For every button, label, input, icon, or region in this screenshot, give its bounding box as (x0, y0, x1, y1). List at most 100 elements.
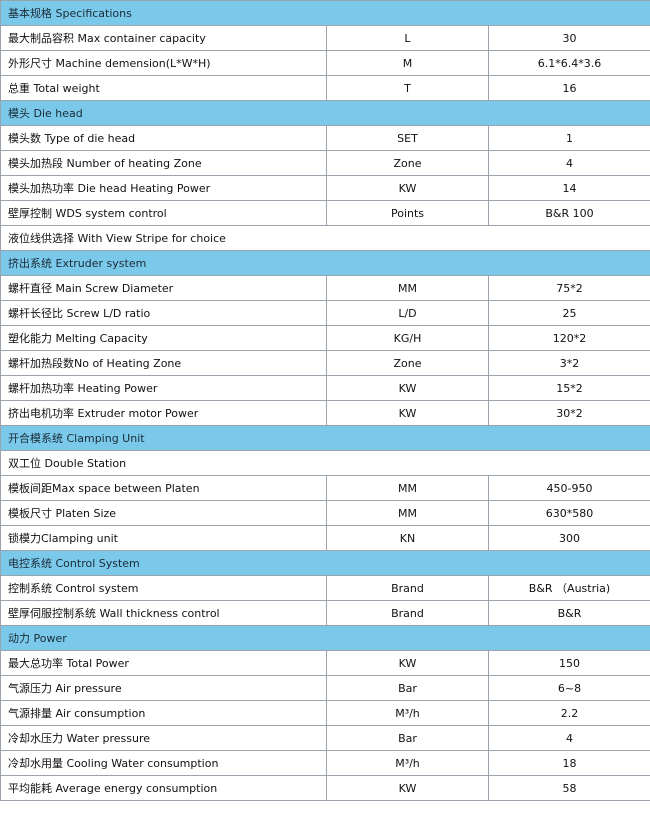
param-unit: M³/h (326, 750, 489, 776)
param-unit: Brand (326, 600, 489, 626)
param-value: 4 (488, 150, 650, 176)
param-name: 模头加热功率 Die head Heating Power (0, 175, 327, 201)
param-value: 630*580 (488, 500, 650, 526)
table-row: 螺杆加热功率 Heating Power KW 15*2 (0, 375, 650, 401)
param-value: 6~8 (488, 675, 650, 701)
section-header-control-system: 电控系统 Control System (0, 550, 650, 576)
param-name: 螺杆加热功率 Heating Power (0, 375, 327, 401)
table-row: 外形尺寸 Machine demension(L*W*H) M 6.1*6.4*… (0, 50, 650, 76)
param-value: 300 (488, 525, 650, 551)
table-row: 挤出电机功率 Extruder motor Power KW 30*2 (0, 400, 650, 426)
param-unit: MM (326, 500, 489, 526)
param-unit: L/D (326, 300, 489, 326)
param-unit: Bar (326, 675, 489, 701)
param-value: 25 (488, 300, 650, 326)
table-row: 控制系统 Control system Brand B&R （Austria) (0, 575, 650, 601)
param-name: 双工位 Double Station (0, 450, 650, 476)
table-row: 壁厚控制 WDS system control Points B&R 100 (0, 200, 650, 226)
param-unit: M (326, 50, 489, 76)
param-value: 58 (488, 775, 650, 801)
param-unit: M³/h (326, 700, 489, 726)
param-name: 锁模力Clamping unit (0, 525, 327, 551)
param-name: 模头加热段 Number of heating Zone (0, 150, 327, 176)
param-value: 15*2 (488, 375, 650, 401)
param-name: 壁厚伺服控制系统 Wall thickness control (0, 600, 327, 626)
param-name: 最大制品容积 Max container capacity (0, 25, 327, 51)
table-row: 平均能耗 Average energy consumption KW 58 (0, 775, 650, 801)
param-value: 75*2 (488, 275, 650, 301)
param-unit: Zone (326, 150, 489, 176)
param-unit: Points (326, 200, 489, 226)
param-name: 模板尺寸 Platen Size (0, 500, 327, 526)
section-header-clamping-unit: 开合模系统 Clamping Unit (0, 425, 650, 451)
param-unit: Brand (326, 575, 489, 601)
param-value: 30*2 (488, 400, 650, 426)
table-row: 冷却水用量 Cooling Water consumption M³/h 18 (0, 750, 650, 776)
section-title: 基本规格 Specifications (0, 0, 650, 26)
param-unit: KW (326, 400, 489, 426)
param-unit: L (326, 25, 489, 51)
table-row: 模头加热段 Number of heating Zone Zone 4 (0, 150, 650, 176)
table-row: 模板尺寸 Platen Size MM 630*580 (0, 500, 650, 526)
table-row: 冷却水压力 Water pressure Bar 4 (0, 725, 650, 751)
table-row: 模板间距Max space between Platen MM 450-950 (0, 475, 650, 501)
table-row-full-width: 双工位 Double Station (0, 450, 650, 476)
param-value: 2.2 (488, 700, 650, 726)
param-unit: Bar (326, 725, 489, 751)
param-unit: KW (326, 650, 489, 676)
param-unit: KW (326, 175, 489, 201)
param-name: 塑化能力 Melting Capacity (0, 325, 327, 351)
param-value: 1 (488, 125, 650, 151)
param-unit: KW (326, 775, 489, 801)
table-row: 壁厚伺服控制系统 Wall thickness control Brand B&… (0, 600, 650, 626)
table-row-full-width: 液位线供选择 With View Stripe for choice (0, 225, 650, 251)
param-name: 螺杆长径比 Screw L/D ratio (0, 300, 327, 326)
param-name: 挤出电机功率 Extruder motor Power (0, 400, 327, 426)
section-header-extruder-system: 挤出系统 Extruder system (0, 250, 650, 276)
section-title: 电控系统 Control System (0, 550, 650, 576)
section-header-power: 动力 Power (0, 625, 650, 651)
specification-table: 基本规格 Specifications 最大制品容积 Max container… (0, 0, 650, 801)
section-header-specifications: 基本规格 Specifications (0, 0, 650, 26)
param-value: 18 (488, 750, 650, 776)
param-value: 150 (488, 650, 650, 676)
param-name: 液位线供选择 With View Stripe for choice (0, 225, 650, 251)
param-name: 冷却水用量 Cooling Water consumption (0, 750, 327, 776)
table-row: 总重 Total weight T 16 (0, 75, 650, 101)
param-value: 30 (488, 25, 650, 51)
param-unit: MM (326, 475, 489, 501)
param-unit: T (326, 75, 489, 101)
table-row: 最大制品容积 Max container capacity L 30 (0, 25, 650, 51)
table-row: 螺杆直径 Main Screw Diameter MM 75*2 (0, 275, 650, 301)
param-name: 气源压力 Air pressure (0, 675, 327, 701)
param-name: 冷却水压力 Water pressure (0, 725, 327, 751)
table-row: 气源排量 Air consumption M³/h 2.2 (0, 700, 650, 726)
table-row: 螺杆加热段数No of Heating Zone Zone 3*2 (0, 350, 650, 376)
param-value: 450-950 (488, 475, 650, 501)
table-row: 螺杆长径比 Screw L/D ratio L/D 25 (0, 300, 650, 326)
table-row: 塑化能力 Melting Capacity KG/H 120*2 (0, 325, 650, 351)
table-row: 气源压力 Air pressure Bar 6~8 (0, 675, 650, 701)
param-name: 最大总功率 Total Power (0, 650, 327, 676)
param-value: 16 (488, 75, 650, 101)
param-unit: KW (326, 375, 489, 401)
table-row: 模头加热功率 Die head Heating Power KW 14 (0, 175, 650, 201)
param-value: 3*2 (488, 350, 650, 376)
param-unit: MM (326, 275, 489, 301)
section-title: 开合模系统 Clamping Unit (0, 425, 650, 451)
section-title: 挤出系统 Extruder system (0, 250, 650, 276)
param-value: 120*2 (488, 325, 650, 351)
specification-table-body: 基本规格 Specifications 最大制品容积 Max container… (0, 0, 650, 801)
param-name: 壁厚控制 WDS system control (0, 200, 327, 226)
param-value: B&R （Austria) (488, 575, 650, 601)
param-value: 6.1*6.4*3.6 (488, 50, 650, 76)
table-row: 锁模力Clamping unit KN 300 (0, 525, 650, 551)
param-name: 模板间距Max space between Platen (0, 475, 327, 501)
param-value: 4 (488, 725, 650, 751)
param-name: 气源排量 Air consumption (0, 700, 327, 726)
param-name: 外形尺寸 Machine demension(L*W*H) (0, 50, 327, 76)
section-header-die-head: 模头 Die head (0, 100, 650, 126)
section-title: 动力 Power (0, 625, 650, 651)
section-title: 模头 Die head (0, 100, 650, 126)
